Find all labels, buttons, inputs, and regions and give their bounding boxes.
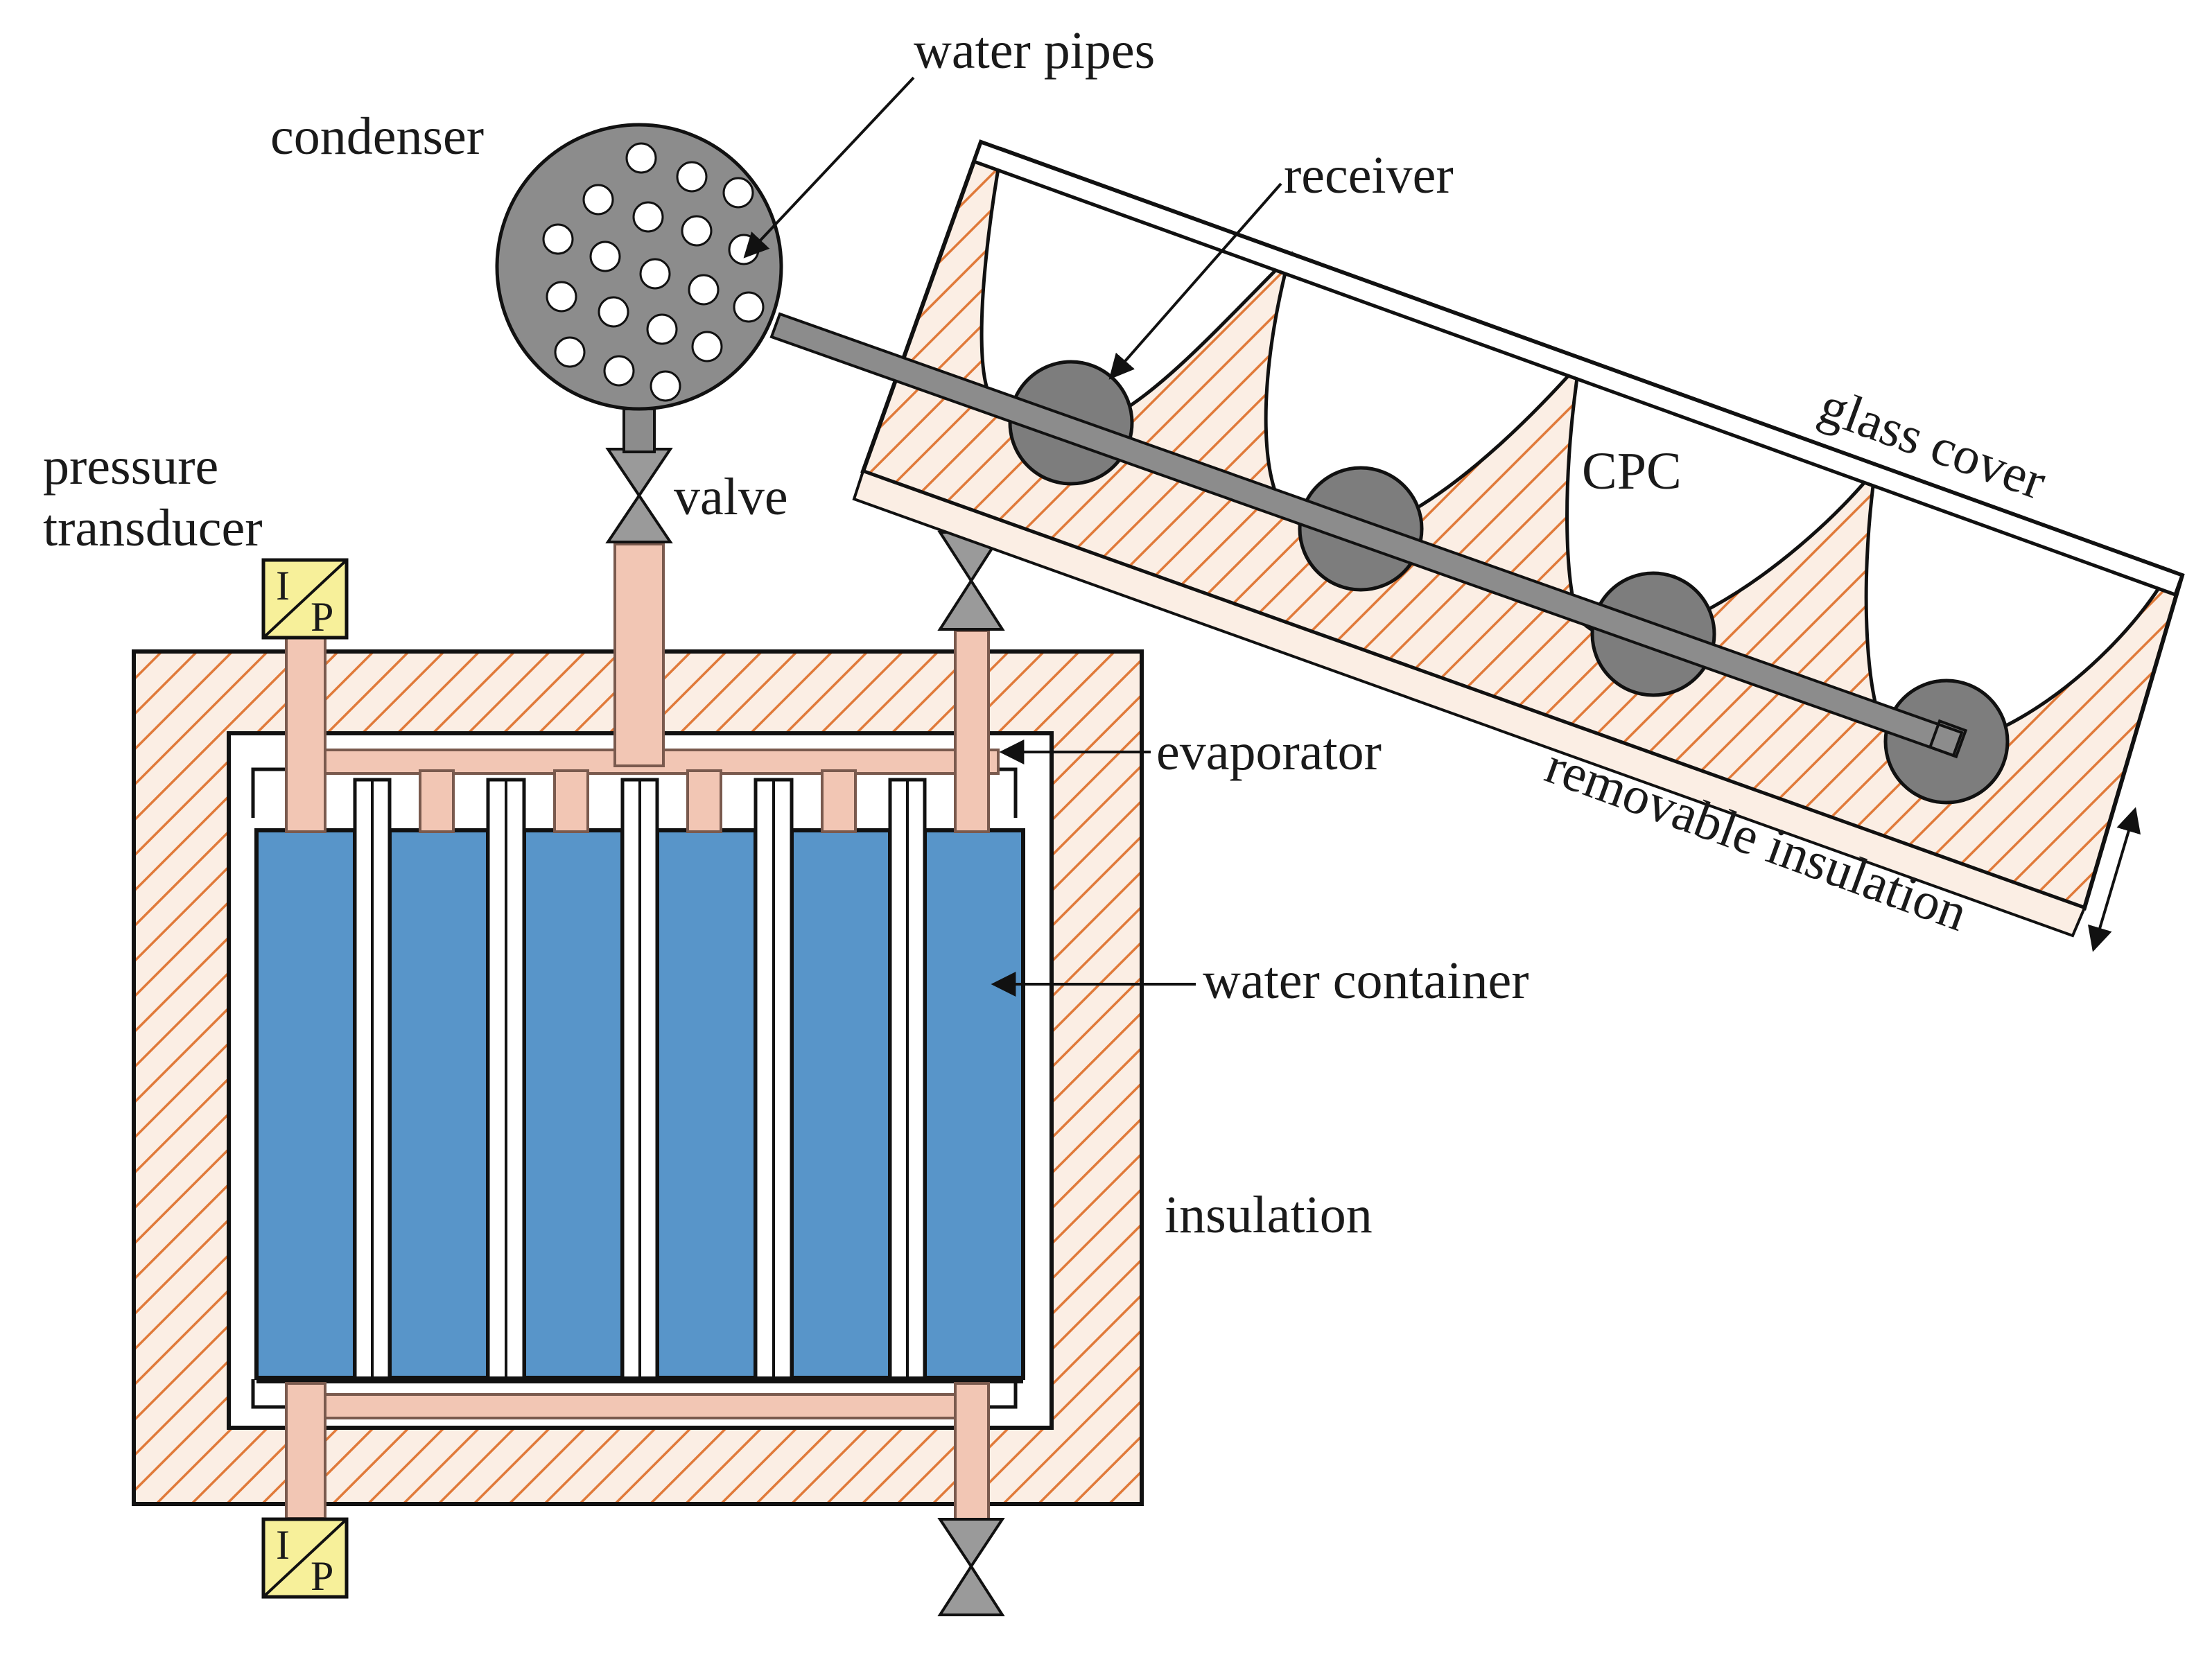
- condenser-water-pipes: [542, 142, 765, 402]
- label-insulation: insulation: [1165, 1186, 1373, 1244]
- water-containers: [254, 828, 1025, 1380]
- water-container: [254, 828, 357, 1380]
- valve-right-bottom-icon[interactable]: [937, 1518, 1005, 1616]
- label-water-container: water container: [1203, 952, 1529, 1010]
- leader-arrows: [743, 76, 2141, 997]
- left-top-pipe: [285, 636, 326, 833]
- pressure-transducer-top: I P: [261, 558, 349, 640]
- removable-insulation-panel: [852, 469, 2087, 938]
- label-pressure: pressure: [43, 437, 218, 496]
- left-bottom-pipe: [285, 1382, 326, 1520]
- water-container: [387, 828, 490, 1380]
- center-vapor-pipe: [613, 543, 665, 767]
- valve-center-icon[interactable]: [605, 448, 673, 543]
- fin-center-lines: [371, 780, 909, 1379]
- label-receiver: receiver: [1284, 146, 1454, 204]
- bottom-header-pipe: [286, 1393, 961, 1419]
- container-base-strips: [256, 1376, 1023, 1383]
- evaporator-assembly: [132, 543, 1144, 1523]
- water-container: [522, 828, 625, 1380]
- ip-label-i: I: [276, 1522, 290, 1568]
- right-bottom-pipe: [954, 1382, 990, 1523]
- label-evaporator: evaporator: [1156, 723, 1382, 781]
- cpc-collector: [769, 139, 2185, 938]
- label-water-pipes: water pipes: [914, 21, 1155, 80]
- ip-label-p: P: [311, 1553, 333, 1599]
- ip-label-p: P: [311, 594, 333, 640]
- condenser: [495, 123, 783, 453]
- label-cpc: CPC: [1582, 442, 1682, 500]
- glass-cover: [971, 139, 2185, 597]
- water-container: [655, 828, 758, 1380]
- ip-label-i: I: [276, 563, 290, 609]
- water-container: [790, 828, 892, 1380]
- pressure-transducer-bottom: I P: [261, 1517, 349, 1599]
- water-container: [923, 828, 1025, 1380]
- label-valve: valve: [674, 468, 788, 526]
- label-transducer: transducer: [43, 499, 263, 557]
- right-top-pipe: [954, 629, 990, 833]
- label-condenser: condenser: [270, 107, 484, 166]
